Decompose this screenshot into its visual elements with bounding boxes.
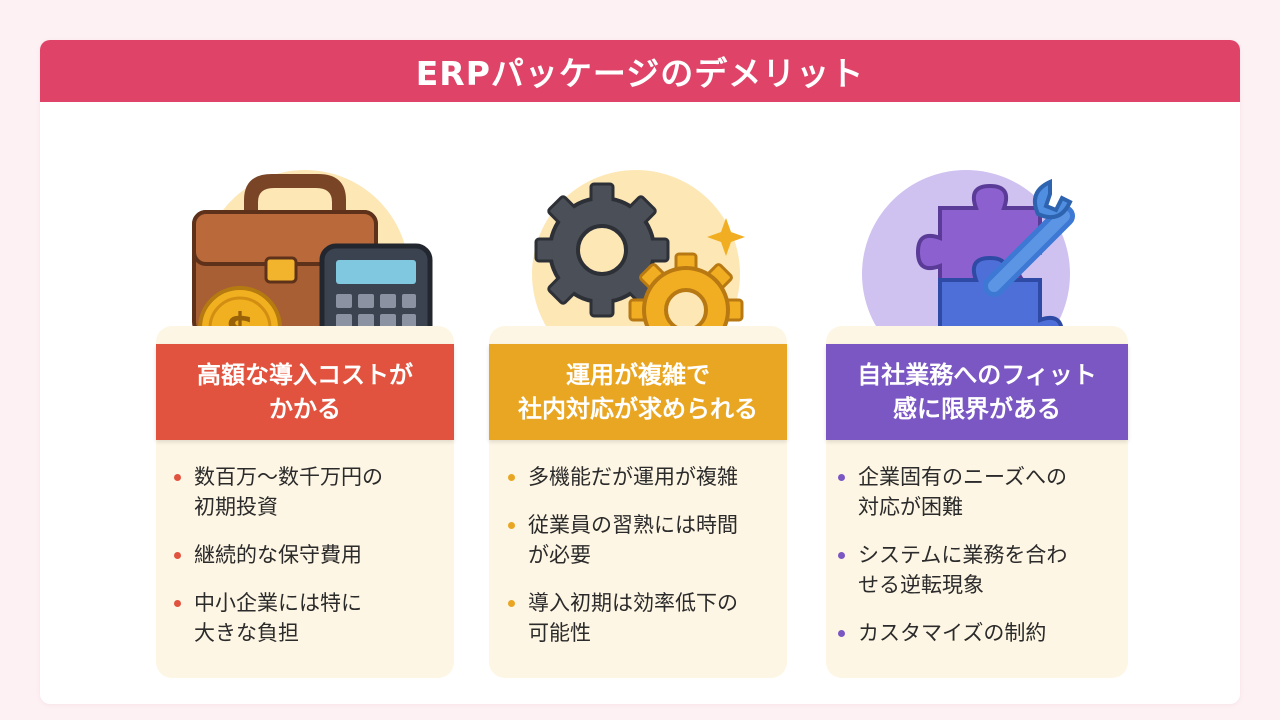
card-head-line: 感に限界がある [893,395,1061,423]
card-head-cost: 高額な導入コストが かかる [156,344,454,440]
list-item: 導入初期は効率低下の 可能性 [506,588,778,648]
bullet-list-complex: 多機能だが運用が複雑 従業員の習熟には時間 が必要 導入初期は効率低下の 可能性 [506,462,778,666]
list-item: 中小企業には特に 大きな負担 [172,588,442,648]
card-head-complex: 運用が複雑で 社内対応が求められる [489,344,787,440]
infographic-frame: ERPパッケージのデメリット $ 高額な導入コストが かかる 数百万〜数千万円 [40,40,1240,704]
card-head-line: 自社業務へのフィット [857,361,1097,389]
list-item: 多機能だが運用が複雑 [506,462,778,492]
bullet-list-fit: 企業固有のニーズへの 対応が困難 システムに業務を合わ せる逆転現象 カスタマイ… [836,462,1120,666]
list-item: 数百万〜数千万円の 初期投資 [172,462,442,522]
card-head-line: 社内対応が求められる [518,395,758,423]
card-head-line: かかる [269,395,341,423]
card-head-fit: 自社業務へのフィット 感に限界がある [826,344,1128,440]
page-title: ERPパッケージのデメリット [40,40,1240,102]
card-head-line: 運用が複雑で [566,361,710,389]
card-head-line: 高額な導入コストが [197,361,413,389]
list-item: 企業固有のニーズへの 対応が困難 [836,462,1120,522]
bullet-list-cost: 数百万〜数千万円の 初期投資 継続的な保守費用 中小企業には特に 大きな負担 [172,462,442,666]
list-item: システムに業務を合わ せる逆転現象 [836,540,1120,600]
list-item: カスタマイズの制約 [836,618,1120,648]
list-item: 継続的な保守費用 [172,540,442,570]
list-item: 従業員の習熟には時間 が必要 [506,510,778,570]
